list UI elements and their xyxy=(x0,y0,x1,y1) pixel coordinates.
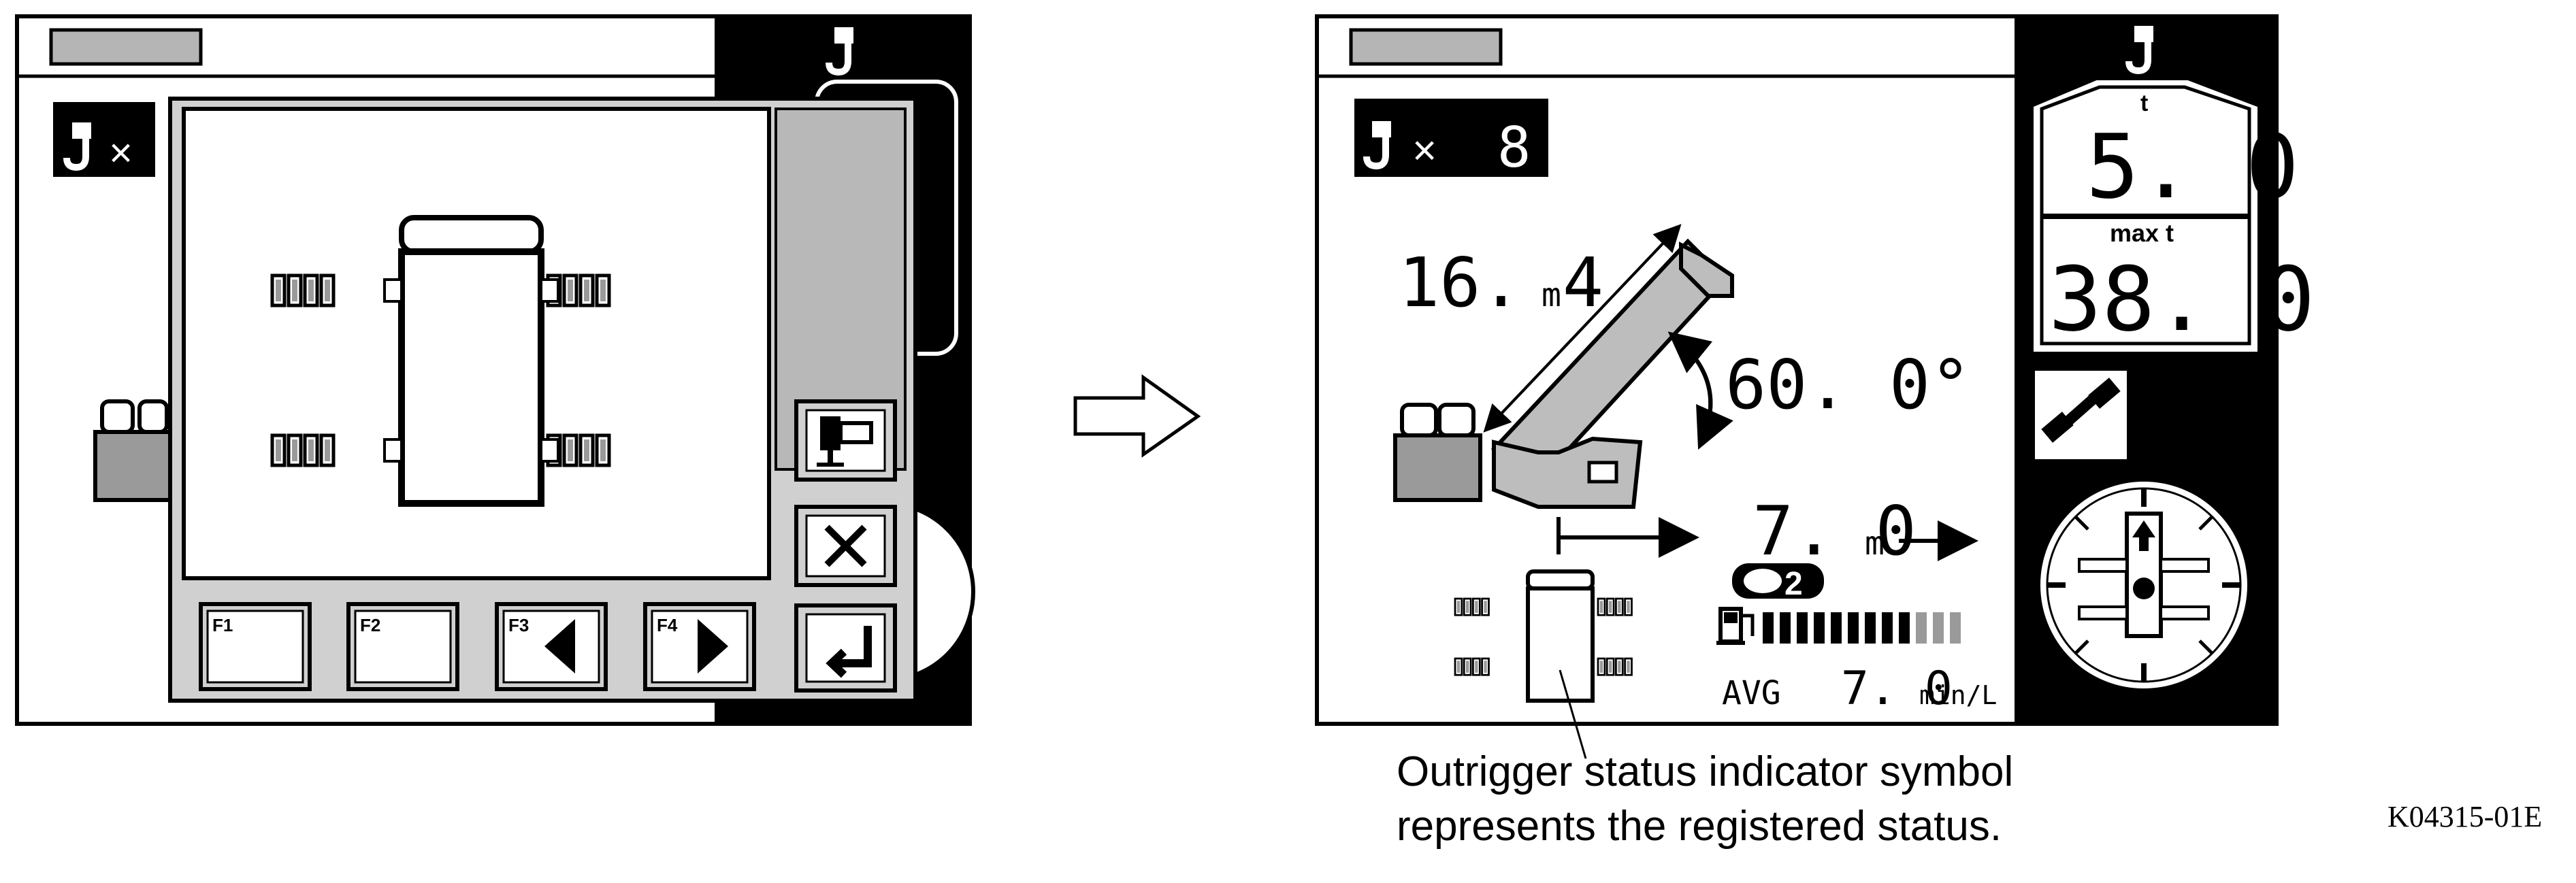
fuel-gauge-segment xyxy=(1763,612,1774,644)
eco-mode-badge: 2 xyxy=(1732,563,1824,602)
fuel-gauge-segment xyxy=(1865,612,1876,644)
fkey-f1[interactable]: F1 xyxy=(199,602,312,691)
fkey-f2-label: F2 xyxy=(360,615,380,635)
arrow-left-icon xyxy=(544,619,575,673)
right-screen: × 8 16. 4 m 60. 0° 7. 0 m xyxy=(1315,14,2315,759)
close-icon xyxy=(824,524,867,567)
outrigger-setup-dialog: F1 F2 F3 F4 xyxy=(168,97,917,703)
fuel-gauge-segment xyxy=(1882,612,1893,644)
fkey-f4-label: F4 xyxy=(657,615,678,635)
crane-cab-icon xyxy=(93,399,172,502)
fuel-gauge-segment xyxy=(1814,612,1825,644)
leaf-icon xyxy=(1744,569,1782,593)
fkey-f4[interactable]: F4 xyxy=(643,602,756,691)
fuel-gauge-segment xyxy=(1899,612,1910,644)
avg-unit: min/L xyxy=(1919,680,1997,710)
load-value: 5. 0 xyxy=(2086,115,2299,218)
hook-multiplier-value: 8 xyxy=(1497,116,1531,180)
fuel-gauge-segment xyxy=(1848,612,1859,644)
enter-icon xyxy=(826,626,872,678)
boom-length-unit: m xyxy=(1542,276,1561,314)
boom-tip xyxy=(1679,241,1734,298)
register-button[interactable] xyxy=(794,399,897,482)
fuel-gauge-segment xyxy=(1780,612,1791,644)
boom-length-value: 16. 4 xyxy=(1399,243,1603,322)
outrigger-dial xyxy=(2036,478,2251,693)
fkey-f3-label: F3 xyxy=(508,615,529,635)
boom-angle-value: 60. 0° xyxy=(1725,345,1971,424)
close-button[interactable] xyxy=(794,505,897,587)
right-title-bar-indicator xyxy=(1349,28,1503,66)
fkey-f1-label: F1 xyxy=(212,615,233,635)
fuel-consumption-gauge xyxy=(1763,612,1961,644)
max-load-value: 38. 0 xyxy=(2049,248,2315,351)
fuel-pump-icon xyxy=(1716,607,1755,645)
fuel-gauge-segment xyxy=(1831,612,1842,644)
fuel-gauge-segment xyxy=(1797,612,1808,644)
level-indicator-icon xyxy=(2035,371,2127,459)
fkey-f2[interactable]: F2 xyxy=(346,602,459,691)
crane-boom-graphic xyxy=(1393,224,1734,509)
outrigger-register-icon xyxy=(817,416,873,467)
enter-button[interactable] xyxy=(794,603,897,693)
crane-cab xyxy=(1492,436,1643,509)
caption-line-2: represents the registered status. xyxy=(1397,803,2002,850)
hook-multiplier-sign: × xyxy=(109,130,133,176)
working-radius-unit: m xyxy=(1865,524,1885,563)
max-label: max t xyxy=(2110,219,2174,247)
load-unit: t xyxy=(2140,90,2148,116)
carrier-icon xyxy=(1393,433,1482,502)
avg-value: 7. 0 xyxy=(1841,662,1953,716)
fkey-f3[interactable]: F3 xyxy=(495,602,608,691)
caption-line-1: Outrigger status indicator symbol xyxy=(1397,748,2013,795)
transition-arrow-icon xyxy=(1073,374,1201,458)
figure-code: K04315-01E xyxy=(2387,800,2542,833)
caption-leader-line xyxy=(1559,669,1587,759)
right-hook-multiplier-sign: × xyxy=(1412,127,1437,174)
arrow-right-icon xyxy=(698,619,728,673)
eco-level: 2 xyxy=(1784,566,1803,602)
working-radius-value: 7. 0 xyxy=(1752,491,1917,571)
arrow-up-icon xyxy=(2132,520,2155,551)
title-bar-indicator xyxy=(49,28,203,66)
fuel-gauge-segment xyxy=(1950,612,1961,644)
avg-label: AVG xyxy=(1722,674,1781,712)
fuel-gauge-segment xyxy=(1916,612,1927,644)
outrigger-status-indicator xyxy=(1455,569,1632,703)
dialog-outrigger-diagram xyxy=(272,215,609,507)
fuel-gauge-segment xyxy=(1933,612,1944,644)
